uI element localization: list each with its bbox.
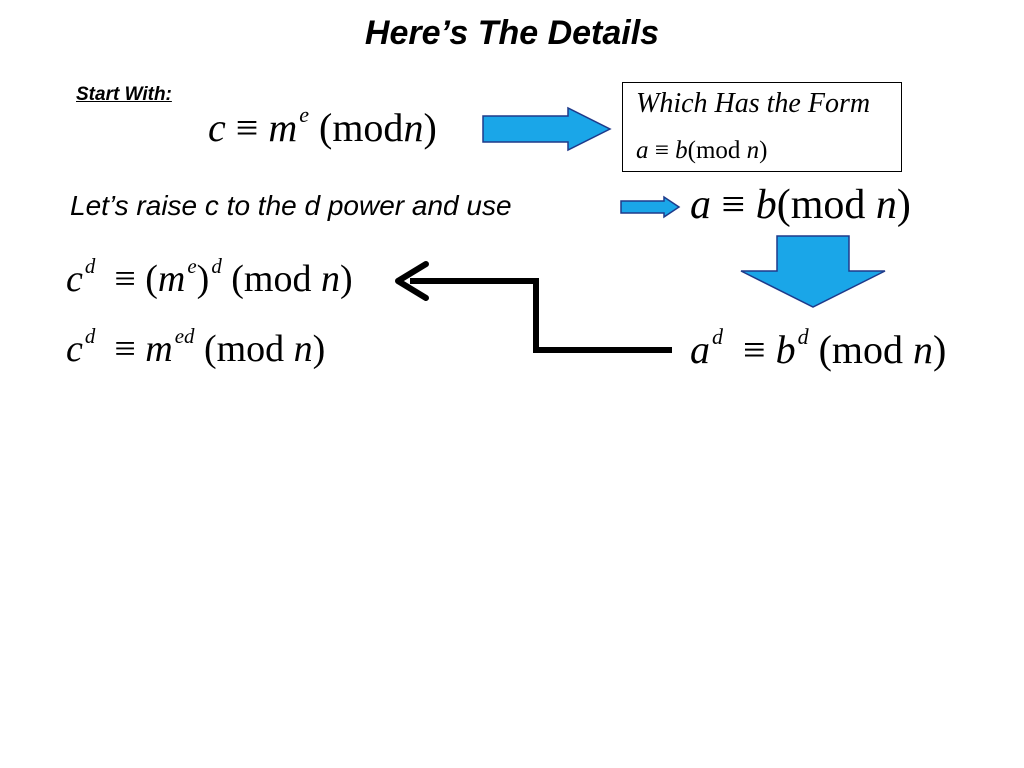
equiv-symbol: ≡ <box>114 258 136 300</box>
mod-text: mod <box>243 258 312 300</box>
lparen: ( <box>145 258 158 300</box>
var-n: n <box>746 137 760 164</box>
left-arrowhead-icon <box>395 261 429 301</box>
var-a: a <box>690 182 711 228</box>
var-m: m <box>145 328 173 370</box>
small-right-arrow-icon <box>620 195 681 219</box>
mod-text: mod <box>831 327 904 372</box>
var-n: n <box>293 328 313 370</box>
exp-e: e <box>299 102 309 128</box>
equiv-symbol: ≡ <box>654 137 669 164</box>
equiv-symbol: ≡ <box>743 327 766 372</box>
mod-text: mod <box>695 137 741 164</box>
start-with-label: Start With: <box>76 84 172 105</box>
exp-d: d <box>712 324 723 350</box>
exp-d: d <box>211 254 222 279</box>
var-n: n <box>403 105 424 150</box>
elbow-connector-line <box>410 278 672 353</box>
instruction-sentence: Let’s raise c to the d power and use <box>70 190 512 221</box>
var-c: c <box>208 105 226 150</box>
var-m: m <box>268 105 298 150</box>
rparen: ) <box>196 258 210 300</box>
var-n: n <box>875 182 897 228</box>
lparen: ( <box>818 327 832 372</box>
mod-text: mod <box>790 182 866 228</box>
lparen: ( <box>203 328 217 370</box>
var-a: a <box>636 137 649 164</box>
var-b: b <box>755 182 777 228</box>
lparen: ( <box>318 105 333 150</box>
var-n: n <box>913 327 934 372</box>
exp-d: d <box>797 324 809 350</box>
var-n: n <box>320 258 340 300</box>
right-arrow-icon <box>482 106 612 152</box>
var-b: b <box>775 327 796 372</box>
exp-d: d <box>84 324 96 349</box>
var-c: c <box>66 258 83 300</box>
rparen: ) <box>896 182 911 228</box>
equiv-symbol: ≡ <box>721 182 746 228</box>
mod-text: mod <box>216 328 285 370</box>
exp-ed: ed <box>174 324 195 349</box>
lparen: ( <box>231 258 244 300</box>
var-a: a <box>690 327 710 372</box>
mod-text: mod <box>332 105 404 150</box>
exp-e: e <box>187 254 197 279</box>
lparen: ( <box>687 137 696 164</box>
rparen: ) <box>933 327 947 372</box>
equation-start: c≡me (modn) <box>208 104 437 150</box>
rparen: ) <box>423 105 437 150</box>
lparen: ( <box>776 182 791 228</box>
rparen: ) <box>339 258 353 300</box>
down-arrow-icon <box>740 235 886 308</box>
equiv-symbol: ≡ <box>114 328 136 370</box>
form-box <box>622 82 902 172</box>
equiv-symbol: ≡ <box>235 105 259 150</box>
form-box-title: Which Has the Form <box>636 88 871 119</box>
rparen: ) <box>759 137 768 164</box>
page-title: Here’s The Details <box>364 14 660 52</box>
var-b: b <box>675 137 688 164</box>
rparen: ) <box>312 328 326 370</box>
var-c: c <box>66 328 83 370</box>
var-m: m <box>157 258 186 300</box>
exp-d: d <box>84 254 96 279</box>
